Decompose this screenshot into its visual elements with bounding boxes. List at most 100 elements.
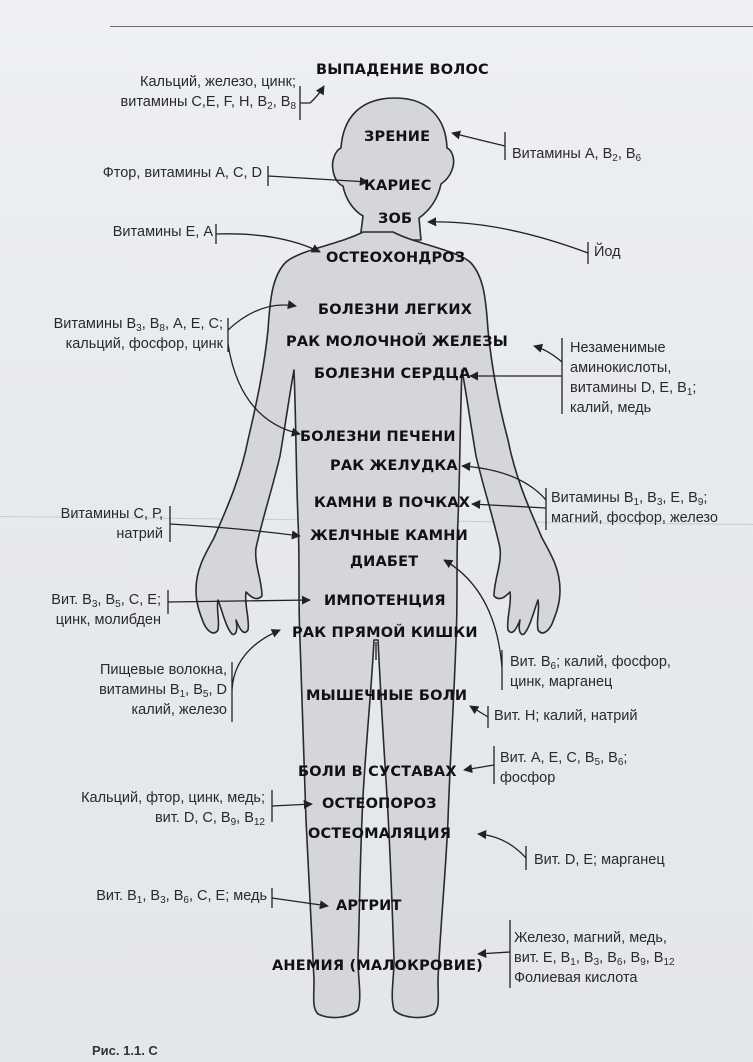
subscript: 5 — [202, 689, 209, 700]
note-line: Витамины В3, В8, А, Е, С; — [54, 314, 223, 334]
note-text: , В — [617, 146, 636, 162]
note-line: вит. D, С, В9, В12 — [81, 808, 265, 828]
label-breast-cancer: РАК МОЛОЧНОЙ ЖЕЛЕЗЫ — [286, 334, 508, 350]
note-text: , D — [208, 682, 227, 698]
label-kidney-stones: КАМНИ В ПОЧКАХ — [314, 495, 471, 511]
subscript: 1 — [179, 689, 186, 700]
note-text: , В — [185, 682, 203, 698]
note-line: Вит. В6; калий, фосфор, — [510, 652, 671, 672]
subscript: 12 — [253, 817, 265, 828]
subscript: 1 — [633, 497, 640, 508]
note-text: , В — [622, 950, 641, 966]
label-muscle-pain: МЫШЕЧНЫЕ БОЛИ — [306, 688, 468, 704]
label-osteomalacia: ОСТЕОМАЛЯЦИЯ — [308, 826, 452, 842]
note-joints: Вит. А, Е, С, В5, В6; фосфор — [500, 748, 627, 788]
subscript: 3 — [160, 895, 166, 906]
note-line: Железо, магний, медь, — [514, 930, 667, 946]
note-goiter: Йод — [594, 244, 621, 260]
note-impotence: Вит. В3, В5, С, Е; цинк, молибден — [51, 590, 161, 630]
subscript: 3 — [593, 957, 600, 968]
note-text: , В — [599, 950, 617, 966]
note-line: цинк, молибден — [55, 612, 161, 628]
label-liver-disease: БОЛЕЗНИ ПЕЧЕНИ — [300, 429, 456, 445]
note-osteoporosis: Кальций, фтор, цинк, медь; вит. D, С, В9… — [81, 788, 265, 828]
subscript: 2 — [267, 101, 273, 112]
label-anemia: АНЕМИЯ (МАЛОКРОВИЕ) — [272, 958, 484, 974]
note-anemia: Железо, магний, медь, вит. Е, В1, В3, В6… — [514, 928, 675, 988]
label-impotence: ИМПОТЕНЦИЯ — [324, 593, 446, 609]
note-line: цинк, марганец — [510, 674, 613, 690]
label-stomach-cancer: РАК ЖЕЛУДКА — [330, 458, 458, 474]
label-arthritis: АРТРИТ — [336, 898, 402, 914]
label-osteochondrosis: ОСТЕОХОНДРОЗ — [326, 250, 466, 266]
note-line: вит. Е, В1, В3, В6, В9, В12 — [514, 948, 675, 968]
note-line: витамины В1, В5, D — [99, 680, 227, 700]
note-lungs: Витамины В3, В8, А, Е, С; кальций, фосфо… — [54, 314, 223, 354]
subscript: 9 — [640, 957, 646, 968]
note-osteomalacia: Вит. D, Е; марганец — [534, 852, 665, 868]
note-text: , С, Е; — [120, 592, 161, 608]
subscript: 5 — [115, 599, 121, 610]
note-text: , В — [165, 888, 184, 904]
note-line: фосфор — [500, 770, 556, 786]
note-line: Кальций, фтор, цинк, медь; — [81, 790, 265, 806]
label-diabetes: ДИАБЕТ — [350, 554, 419, 570]
note-line: натрий — [116, 526, 163, 542]
note-text: ; — [623, 750, 628, 766]
note-text: , А, Е, С; — [164, 316, 223, 332]
label-vision: ЗРЕНИЕ — [364, 129, 431, 145]
note-text: витамины С,Е, F, Н, В — [120, 94, 268, 110]
note-line: Незаменимые — [570, 340, 666, 356]
note-osteochondrosis: Витамины Е, А — [112, 224, 213, 240]
subscript: 12 — [663, 957, 675, 968]
note-text: , Е, В — [662, 490, 698, 506]
note-line: Вит. А, Е, С, В5, В6; — [500, 748, 627, 768]
note-text: , В — [141, 316, 160, 332]
note-line: Вит. В3, В5, С, Е; — [51, 590, 161, 610]
note-diabetes: Вит. В6; калий, фосфор, цинк, марганец — [510, 652, 671, 692]
subscript: 1 — [136, 895, 143, 906]
figure-caption: Рис. 1.1. С — [92, 1043, 158, 1058]
note-text: Вит. В — [51, 592, 92, 608]
note-text: , В — [97, 592, 116, 608]
note-vision: Витамины А, В2, В6 — [512, 144, 641, 164]
subscript: 5 — [594, 757, 601, 768]
label-rectal-cancer: РАК ПРЯМОЙ КИШКИ — [292, 625, 478, 641]
note-muscle: Вит. Н; калий, натрий — [494, 708, 638, 724]
subscript: 6 — [183, 895, 189, 906]
connectors — [167, 86, 589, 988]
subscript: 1 — [570, 957, 576, 968]
note-text: , В — [575, 950, 594, 966]
label-caries: КАРИЕС — [364, 178, 432, 194]
note-text: Вит. В — [510, 654, 551, 670]
note-text: , В — [236, 810, 254, 826]
note-hair-loss: Кальций, железо, цинк; витамины С,Е, F, … — [121, 72, 296, 112]
note-kidney: Витамины В1, В3, Е, В9; магний, фосфор, … — [551, 488, 718, 528]
subscript: 8 — [159, 323, 165, 334]
subscript: 9 — [230, 817, 237, 828]
top-rule — [110, 26, 753, 27]
label-goiter: ЗОБ — [378, 211, 413, 227]
note-text: Витамины В — [551, 490, 634, 506]
note-line: Витамины В1, В3, Е, В9; — [551, 488, 718, 508]
note-text: Вит. В — [96, 888, 137, 904]
label-hair-loss: ВЫПАДЕНИЕ ВОЛОС — [316, 62, 489, 78]
note-line: Кальций, железо, цинк; — [140, 74, 296, 90]
body-silhouette — [195, 97, 561, 1019]
note-line: витамины D, Е, В1; — [570, 378, 696, 398]
label-heart-disease: БОЛЕЗНИ СЕРДЦА — [314, 366, 471, 382]
label-osteoporosis: ОСТЕОПОРОЗ — [322, 796, 437, 812]
subscript: 3 — [136, 323, 142, 334]
label-gallstones: ЖЕЛЧНЫЕ КАМНИ — [310, 528, 468, 544]
note-caries: Фтор, витамины А, С, D — [102, 165, 262, 181]
note-text: Витамины А, В — [512, 146, 613, 162]
note-line: витамины С,Е, F, Н, В2, В8 — [121, 92, 296, 112]
note-text: вит. Е, В — [514, 950, 571, 966]
subscript: 1 — [686, 387, 693, 398]
note-text: , В — [645, 950, 664, 966]
note-text: вит. D, С, В — [154, 810, 231, 826]
note-text: , В — [142, 888, 161, 904]
subscript: 6 — [635, 153, 642, 164]
label-joint-pain: БОЛИ В СУСТАВАХ — [298, 764, 457, 780]
note-rectal: Пищевые волокна, витамины В1, В5, D кали… — [99, 660, 227, 720]
